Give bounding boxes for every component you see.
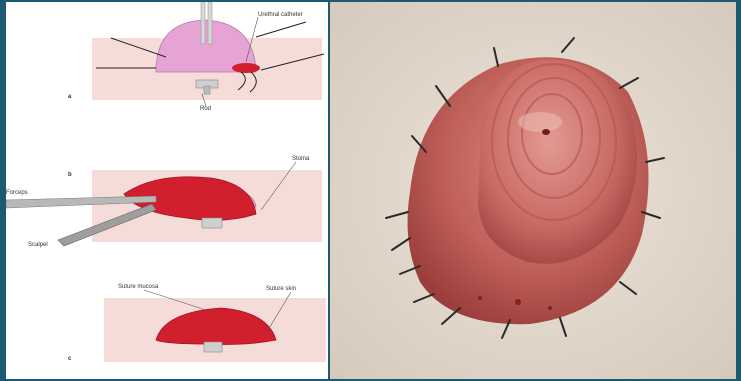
photo-drawing [330,2,736,379]
diagram-drawing [6,2,328,379]
label-suture-skin: Suture skin [266,286,296,292]
label-scalpel: Scalpel [28,242,48,248]
step-label-c: c [68,356,71,362]
rod-c [204,342,222,352]
stoma-photograph [330,2,736,379]
step-label-a: a [68,94,71,100]
stoma-lumen [542,129,550,135]
suture-line-a3 [256,22,306,37]
rod-post-a [204,86,210,94]
label-stoma: Stoma [292,156,309,162]
label-suture-mucosa: Suture mucosa [118,284,158,290]
step-label-b: b [68,172,72,178]
catheter-tube-2 [208,2,212,44]
label-catheter: Urethral catheter [258,12,303,18]
label-rod: Rod [200,106,211,112]
rod-b [202,218,222,228]
surgical-diagram: a b c Urethral catheter Rod Stoma Forcep… [6,2,328,379]
catheter-tube [201,2,205,44]
incision-a [232,63,260,73]
label-forceps: Forceps [6,190,28,196]
